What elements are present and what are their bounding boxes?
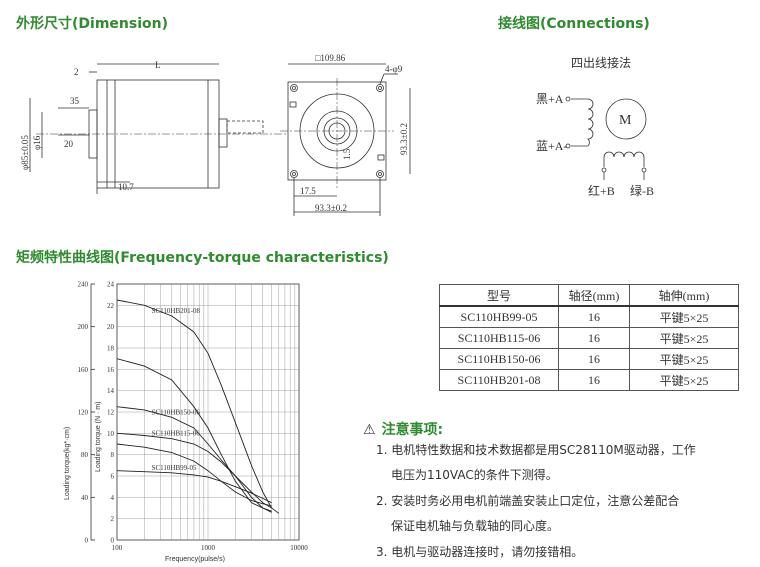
right-y-axis-label: Loading torque (N · m) bbox=[95, 402, 102, 472]
cell-diameter: 16 bbox=[558, 305, 630, 328]
x-axis-label: Frequency(pulse/s) bbox=[165, 556, 225, 563]
dim-20: 20 bbox=[64, 139, 74, 149]
cell-diameter: 16 bbox=[558, 348, 630, 370]
table-row: SC110HB201-08 16 平键5×25 bbox=[439, 369, 739, 391]
torque-curve bbox=[116, 470, 272, 504]
dim-holes: 4-φ9 bbox=[385, 64, 403, 74]
left-y-tick-label: 120 bbox=[78, 409, 89, 417]
header-shaft-extension: 轴伸(mm) bbox=[629, 284, 739, 307]
left-y-tick-label: 80 bbox=[81, 451, 89, 459]
right-y-tick-label: 12 bbox=[107, 409, 115, 417]
cell-model: SC110HB150-06 bbox=[439, 348, 559, 370]
table-row: SC110HB115-06 16 平键5×25 bbox=[439, 327, 739, 349]
motor-side-view bbox=[29, 63, 300, 194]
note-item-2: 2. 安装时务必用电机前端盖安装止口定位，注意公差配合 保证电机轴与负载轴的同心… bbox=[376, 489, 746, 539]
left-y-tick-label: 160 bbox=[78, 366, 89, 374]
left-y-axis-label: Loading torque(kg*·cm) bbox=[64, 427, 71, 500]
spec-table: 型号 轴径(mm) 轴伸(mm) SC110HB99-05 16 平键5×25 … bbox=[439, 284, 739, 391]
header-model: 型号 bbox=[439, 284, 559, 307]
left-y-tick-label: 240 bbox=[78, 281, 89, 289]
dim-93-vertical: 93.3±0.2 bbox=[399, 123, 409, 155]
motor-symbol bbox=[605, 98, 647, 140]
note-1-line-2: 电压为110VAC的条件下测得。 bbox=[391, 468, 558, 482]
dim-phi16: φ16 bbox=[32, 135, 42, 150]
table-header-row: 型号 轴径(mm) 轴伸(mm) bbox=[439, 284, 739, 307]
note-3-line-1: 3. 电机与驱动器连接时，请勿接错相。 bbox=[376, 545, 584, 559]
dim-35: 35 bbox=[70, 96, 80, 106]
right-y-tick-label: 24 bbox=[107, 281, 115, 289]
curve-label: SC110HB99-05 bbox=[152, 464, 197, 472]
dim-17-5: 17.5 bbox=[300, 186, 316, 196]
right-y-tick-label: 6 bbox=[111, 473, 115, 481]
x-tick-label: 1000 bbox=[201, 544, 216, 552]
warning-icon: ⚠ bbox=[363, 422, 376, 438]
motor-symbol-label: M bbox=[619, 113, 632, 128]
cell-extension: 平键5×25 bbox=[629, 305, 739, 328]
right-y-tick-label: 10 bbox=[107, 430, 115, 438]
right-y-tick-label: 22 bbox=[107, 302, 115, 310]
curve-label: SC110HB150-06 bbox=[152, 408, 201, 416]
notes-title-text: 注意事项: bbox=[381, 422, 444, 438]
note-item-3: 3. 电机与驱动器连接时，请勿接错相。 bbox=[376, 540, 746, 565]
dimension-title: 外形尺寸(Dimension) bbox=[16, 16, 168, 32]
dim-flat: 1.5 bbox=[342, 148, 352, 160]
wire-red-label: 红+B bbox=[588, 183, 615, 198]
note-1-line-1: 1. 电机特性数据和技术数据都是用SC28110M驱动器，工作 bbox=[376, 443, 696, 457]
notes-title: ⚠ 注意事项: bbox=[363, 419, 443, 439]
dim-93-horizontal: 93.3±0.2 bbox=[315, 203, 347, 213]
x-tick-label: 10000 bbox=[290, 544, 308, 552]
coil-b bbox=[601, 151, 647, 180]
cell-model: SC110HB99-05 bbox=[439, 305, 559, 328]
right-y-tick-label: 14 bbox=[107, 387, 115, 395]
torque-curve bbox=[116, 299, 280, 514]
cell-diameter: 16 bbox=[558, 327, 630, 349]
torque-curve bbox=[116, 406, 272, 512]
cell-extension: 平键5×25 bbox=[629, 369, 739, 391]
table-row: SC110HB150-06 16 平键5×25 bbox=[439, 348, 739, 370]
cell-extension: 平键5×25 bbox=[629, 348, 739, 370]
connections-title: 接线图(Connections) bbox=[498, 16, 650, 32]
left-y-tick-label: 40 bbox=[81, 494, 89, 502]
right-y-tick-label: 20 bbox=[107, 323, 115, 331]
right-y-tick-label: 18 bbox=[107, 345, 115, 353]
torque-curve bbox=[116, 432, 272, 509]
note-item-1: 1. 电机特性数据和技术数据都是用SC28110M驱动器，工作 电压为110VA… bbox=[376, 438, 746, 488]
wiring-method-label: 四出线接法 bbox=[571, 55, 631, 70]
freq-torque-title: 矩频特性曲线图(Frequency-torque characteristics… bbox=[16, 250, 389, 266]
curve-label: SC110HB201-08 bbox=[152, 307, 201, 315]
left-y-tick-label: 0 bbox=[85, 537, 89, 545]
freq-torque-chart: 0246810121416182022240408012016020024010… bbox=[64, 281, 308, 564]
dim-phi85: φ85±0.05 bbox=[20, 135, 30, 170]
cell-model: SC110HB115-06 bbox=[439, 327, 559, 349]
left-y-tick-label: 200 bbox=[78, 323, 89, 331]
cell-model: SC110HB201-08 bbox=[439, 369, 559, 391]
header-shaft-diameter: 轴径(mm) bbox=[558, 284, 630, 307]
right-y-tick-label: 16 bbox=[107, 366, 115, 374]
dim-square: □109.86 bbox=[315, 53, 346, 63]
cell-extension: 平键5×25 bbox=[629, 327, 739, 349]
cell-diameter: 16 bbox=[558, 369, 630, 391]
right-y-tick-label: 2 bbox=[111, 515, 115, 523]
table-row: SC110HB99-05 16 平键5×25 bbox=[439, 305, 739, 328]
right-y-tick-label: 4 bbox=[111, 494, 115, 502]
note-2-line-2: 保证电机轴与负载轴的同心度。 bbox=[391, 519, 560, 533]
note-2-line-1: 2. 安装时务必用电机前端盖安装止口定位，注意公差配合 bbox=[376, 494, 680, 508]
wire-blue-label: 蓝+A- bbox=[536, 139, 567, 153]
right-y-tick-label: 0 bbox=[111, 537, 115, 545]
dim-L: L bbox=[155, 60, 161, 70]
wire-black-label: 黑+A bbox=[536, 92, 564, 106]
motor-front-view bbox=[280, 63, 411, 216]
right-y-tick-label: 8 bbox=[111, 451, 115, 459]
dim-2: 2 bbox=[74, 67, 79, 77]
notes-list: 1. 电机特性数据和技术数据都是用SC28110M驱动器，工作 电压为110VA… bbox=[376, 438, 746, 566]
curve-label: SC110HB115-06 bbox=[152, 430, 201, 438]
x-tick-label: 100 bbox=[112, 544, 123, 552]
wire-green-label: 绿-B bbox=[630, 183, 654, 198]
coil-a bbox=[565, 96, 594, 149]
dim-10-7: 10.7 bbox=[118, 182, 134, 192]
torque-curve bbox=[116, 443, 272, 507]
torque-curve bbox=[116, 358, 272, 513]
